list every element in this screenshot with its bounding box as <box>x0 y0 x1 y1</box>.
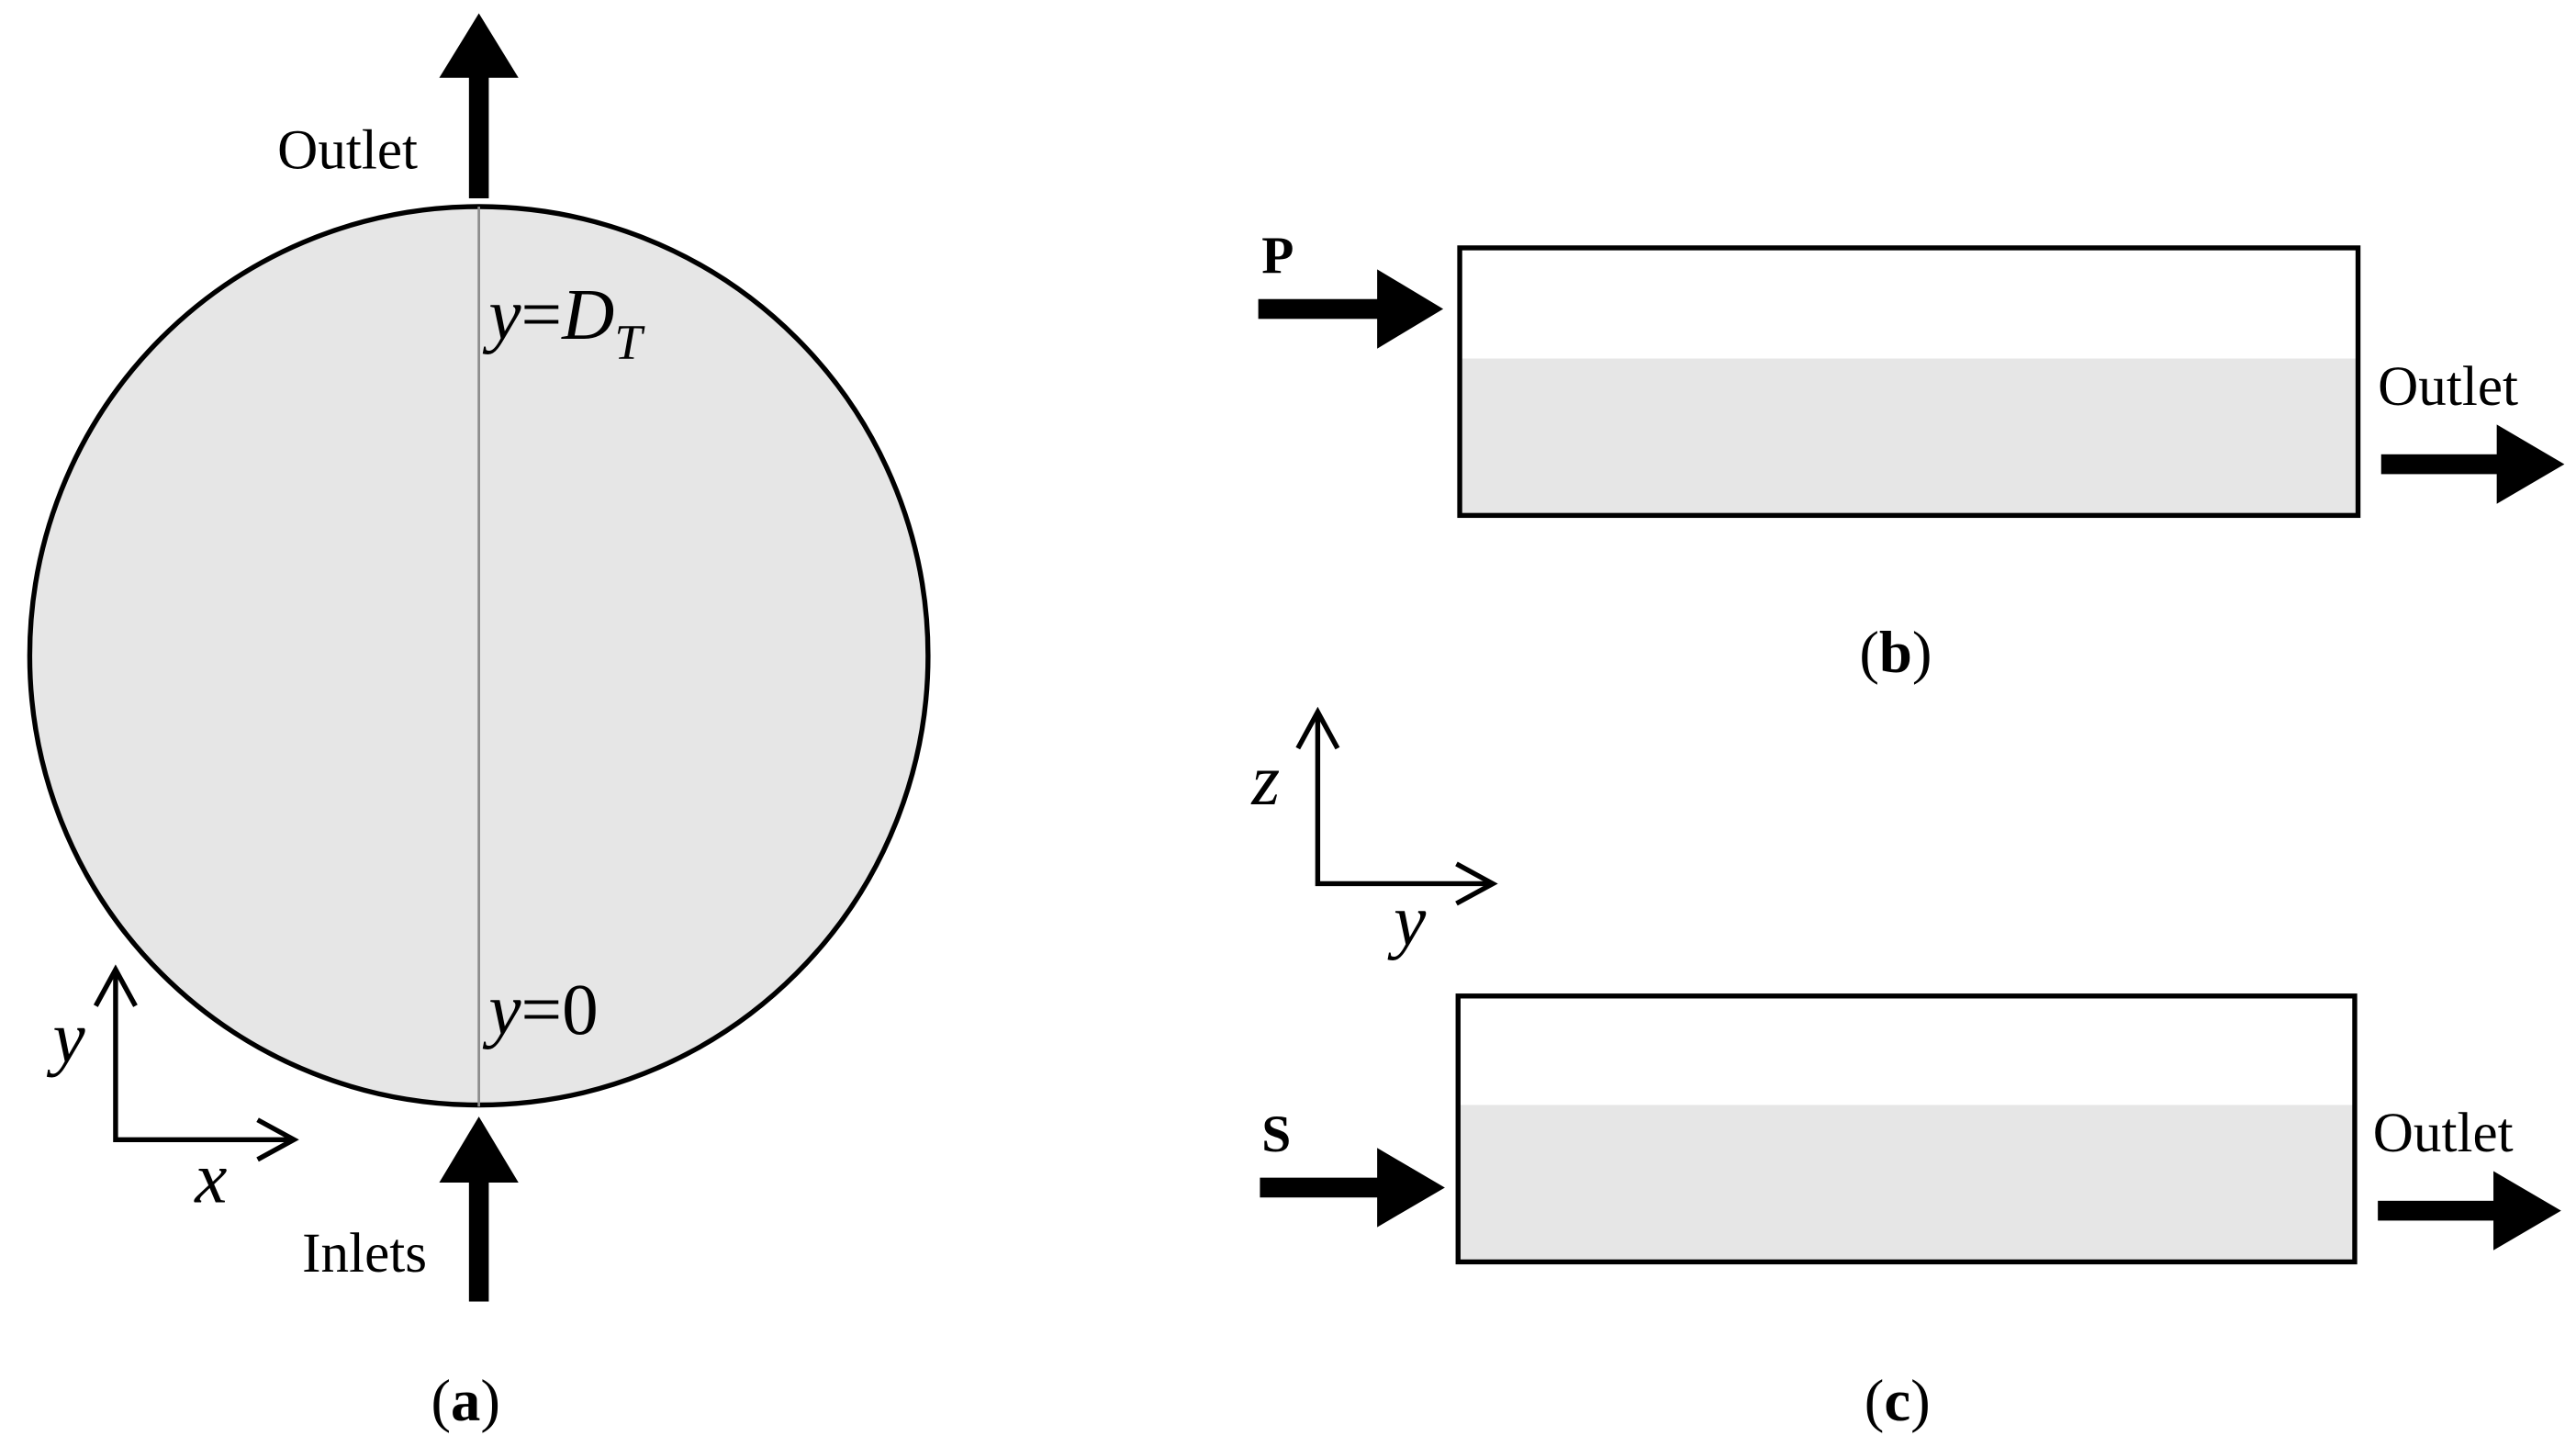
panel-c: S Outlet (c) <box>1260 993 2561 1434</box>
outlet-label-b: Outlet <box>2378 356 2518 418</box>
channel-c-outline <box>1455 993 2358 1265</box>
caption-c: (c) <box>1865 1368 1931 1434</box>
inlet-arrow-p <box>1258 269 1444 349</box>
panel-a: Outlet Inlets y=DT y=0 y x (a) <box>27 13 931 1434</box>
top-position-marker: y=DT <box>482 275 645 370</box>
caption-a: (a) <box>431 1368 500 1434</box>
inlet-arrow-up <box>439 1116 519 1302</box>
outlet-arrow-up <box>439 13 519 199</box>
inlet-arrow-s <box>1260 1148 1445 1228</box>
axis-label-x-a: x <box>194 1139 227 1219</box>
caption-b: (b) <box>1859 620 1932 686</box>
zy-axes <box>1295 706 1498 906</box>
channel-c-fill <box>1458 1105 2355 1262</box>
outlet-arrow-b <box>2380 424 2565 504</box>
channel-b-outline <box>1457 245 2361 519</box>
axis-label-z: z <box>1250 740 1280 821</box>
inlets-label: Inlets <box>302 1223 427 1284</box>
panel-b: P Outlet (b) <box>1258 227 2565 686</box>
inlet-label-s: S <box>1261 1105 1291 1163</box>
outlet-label-c: Outlet <box>2373 1103 2514 1164</box>
xy-axes <box>93 964 299 1162</box>
inlet-label-p: P <box>1261 227 1294 285</box>
bottom-position-marker: y=0 <box>482 970 598 1050</box>
outlet-arrow-c <box>2378 1171 2561 1251</box>
channel-b-fill <box>1460 358 2358 516</box>
axis-label-y-c: y <box>1387 881 1427 961</box>
outlet-label-a: Outlet <box>277 120 418 182</box>
axis-label-y-a: y <box>47 998 86 1079</box>
